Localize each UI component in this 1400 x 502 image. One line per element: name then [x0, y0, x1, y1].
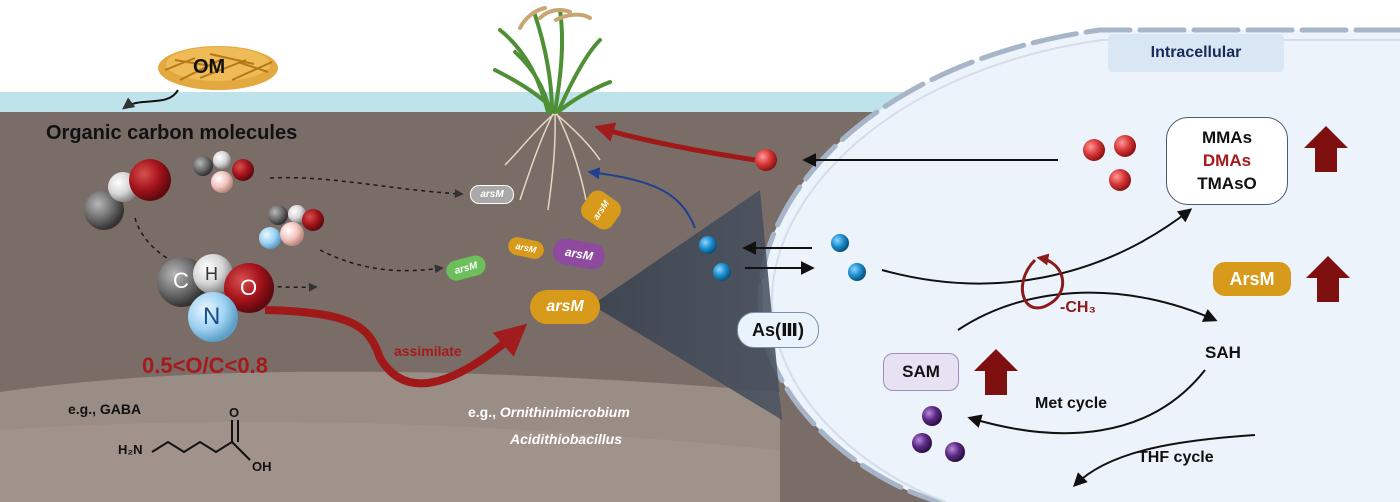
atom-h-label: H — [205, 264, 218, 284]
uptake-arrow-blue — [587, 167, 696, 229]
methylarsenic-sphere — [755, 149, 777, 171]
sam-sphere — [945, 442, 965, 462]
atom-o-label: O — [240, 275, 258, 300]
gene-arsm-gray: arsM — [470, 185, 514, 204]
molecule-cluster-1 — [84, 159, 171, 230]
sah-label: SAH — [1205, 343, 1241, 362]
zoom-beam — [592, 190, 782, 420]
up-arrow-icon — [1304, 126, 1348, 172]
gaba-oh-label: OH — [252, 459, 272, 474]
mmas-label: MMAs — [1201, 128, 1253, 147]
up-arrow-icon — [974, 349, 1018, 395]
arsenite-sphere — [699, 236, 717, 254]
chon-molecule — [157, 254, 274, 342]
gaba-o-label: O — [229, 405, 240, 420]
arsenite-box: As(Ⅲ) — [737, 312, 819, 348]
example-prefix: e.g., — [468, 404, 500, 420]
microbe-name-2: Acidithiobacillus — [510, 431, 623, 447]
arsenite-sphere — [831, 234, 849, 252]
sam-sphere — [922, 406, 942, 426]
tmaso-label: TMAsO — [1197, 174, 1257, 193]
thf-cycle-label: THF cycle — [1138, 449, 1214, 466]
molecule-cluster-3 — [259, 205, 324, 249]
gaba-h2n-label: H₂N — [118, 442, 143, 457]
straw-pile-icon — [158, 46, 278, 90]
gaba-structure — [151, 420, 251, 461]
assimilate-label: assimilate — [394, 343, 462, 359]
oc-ratio-label: 0.5<O/C<0.8 — [142, 353, 268, 378]
methylarsenic-sphere — [1109, 169, 1131, 191]
gaba-example-label: e.g., GABA — [68, 401, 142, 417]
up-arrow-icon — [1306, 256, 1350, 302]
molecule-cluster-2 — [193, 151, 254, 193]
atom-n-label: N — [203, 303, 221, 330]
microbe-name-1: Ornithinimicrobium — [499, 404, 630, 420]
arsenite-sphere — [713, 263, 731, 281]
intracellular-tag: Intracellular — [1108, 34, 1284, 72]
sam-sphere — [912, 433, 932, 453]
rice-plant-icon — [493, 6, 612, 211]
dmas-label: DMAs — [1202, 151, 1252, 170]
met-cycle-label: Met cycle — [1035, 395, 1108, 412]
arsenite-sphere — [848, 263, 866, 281]
assimilate-arrow — [264, 306, 528, 388]
uptake-arrow-red — [594, 122, 756, 163]
methyl-group-label: -CH₃ — [1060, 299, 1096, 316]
sam-box: SAM — [883, 353, 959, 391]
methylarsenic-sphere — [1083, 139, 1105, 161]
arsm-protein-box: ArsM — [1213, 262, 1291, 296]
methylarsenic-sphere — [1114, 135, 1136, 157]
om-label: OM — [193, 56, 226, 78]
microbe-example-label: e.g., Ornithinimicrobium — [468, 405, 630, 419]
atom-c-label: C — [173, 268, 189, 293]
methylated-arsenic-box: MMAs DMAs TMAsO — [1166, 117, 1288, 205]
organic-carbon-label: Organic carbon molecules — [46, 122, 298, 144]
gene-arsm-main: arsM — [530, 290, 600, 324]
